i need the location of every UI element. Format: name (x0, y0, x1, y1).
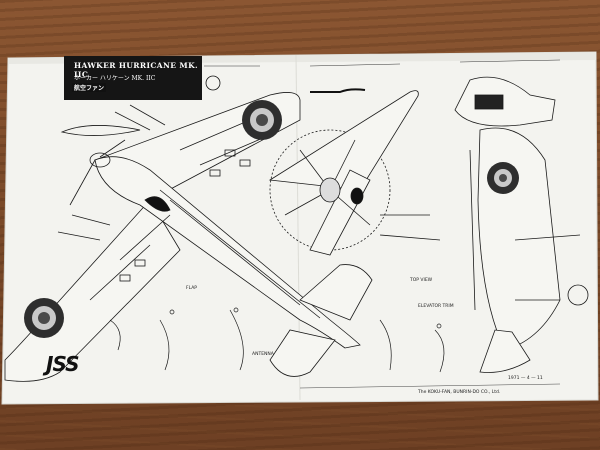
front-view (268, 90, 441, 256)
title-block: HAWKER HURRICANE MK. IIC ホーカー ハリケーン MK. … (64, 56, 202, 100)
flap-label: FLAP (186, 286, 197, 291)
roundel-lower-wing (24, 298, 64, 338)
antenna-label: ANTENNA (252, 352, 274, 357)
title-english: HAWKER HURRICANE MK. IIC (74, 61, 199, 79)
footer-company: The KOKU-FAN, BUNRIN-DO CO., Ltd. (418, 390, 501, 395)
title-japanese: ホーカー ハリケーン MK. IIC (74, 75, 156, 82)
jss-logo: JSS (46, 352, 80, 376)
roundel-side (487, 162, 519, 194)
detail-parts (109, 307, 445, 373)
roundel-upper-wing (242, 100, 282, 140)
publisher-badge: 航空ファン (72, 83, 107, 92)
date-label: 1971 — 4 — 11 (508, 376, 543, 381)
airfoil-section (60, 125, 141, 136)
top-view-label: TOP VIEW (410, 278, 433, 283)
elevator-trim-label: ELEVATOR TRIM (418, 304, 454, 309)
